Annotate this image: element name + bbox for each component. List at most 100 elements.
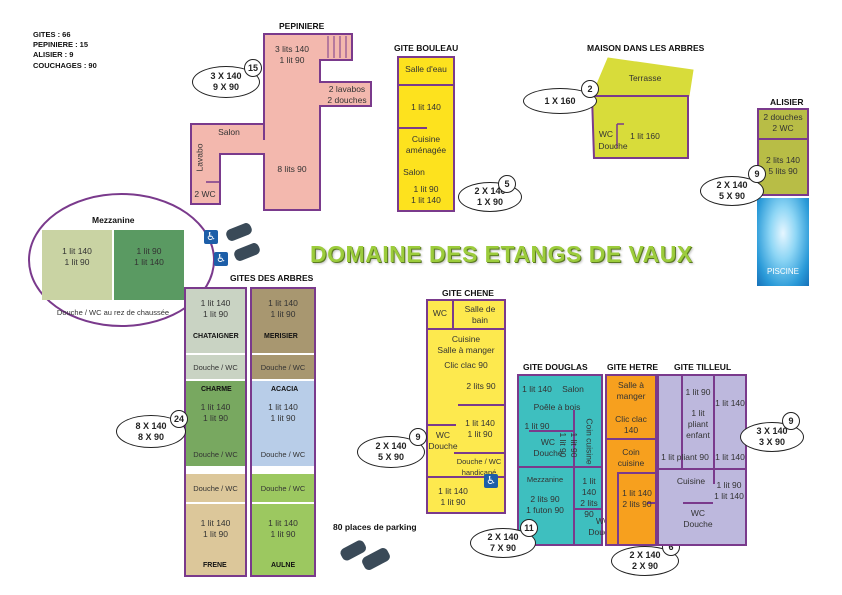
hetre-coin: Coin cuisine [617, 447, 645, 468]
douglas-wc-douche: WC Douche [533, 437, 563, 458]
hetre-plan [605, 374, 657, 546]
tilleul-wc-douche: WC Douche [683, 508, 713, 529]
douglas-lit140: 1 lit 140 [522, 384, 552, 394]
pepiniere-lavabos: 2 lavabos 2 douches [327, 84, 367, 105]
chene-salle-bain: Salle de bain [464, 304, 496, 325]
chene-lits-b: 1 lit 140 1 lit 90 [438, 486, 468, 507]
maison-lit: 1 lit 160 [630, 131, 660, 141]
aulne-room [252, 504, 314, 575]
mezzanine-left-room [42, 230, 112, 300]
acacia-douche-wc: Douche / WC [260, 450, 306, 459]
stat-pepiniere: PEPINIERE : 15 [33, 40, 89, 49]
alisier-douches: 2 douches 2 WC [763, 112, 803, 133]
hetre-lits: 1 lit 140 2 lits 90 [622, 488, 652, 509]
tilleul-lit-a: 1 lit 90 [685, 387, 711, 397]
pepiniere-lavabo: Lavabo [194, 143, 205, 172]
douglas-plan [517, 374, 603, 546]
tilleul-label: GITE TILLEUL [674, 362, 732, 372]
tilleul-lit-b: 1 lit 140 [715, 398, 745, 408]
alisier-lits: 2 lits 140 5 lits 90 [765, 155, 801, 176]
bouleau-cuisine: Cuisine aménagée [405, 134, 447, 155]
bouleau-lit1: 1 lit 140 [411, 102, 441, 112]
douglas-count: 11 [520, 519, 538, 537]
chataigner-douche [186, 355, 245, 379]
alisier-count: 9 [748, 165, 766, 183]
bouleau-lits: 1 lit 90 1 lit 140 [411, 184, 441, 205]
tilleul-pliant: 1 lit pliant enfant [686, 408, 710, 440]
douglas-salon: Salon [562, 384, 584, 394]
douglas-lit90: 1 lit 90 [524, 421, 550, 431]
maison-beds: 1 X 160 [523, 88, 597, 114]
frene-name: FRENE [203, 562, 227, 569]
douglas-coin-cuisine: Coin cuisine [584, 418, 595, 465]
pepiniere-plan [190, 33, 372, 211]
charme-douche-wc: Douche / WC [193, 450, 238, 459]
tilleul-cuisine: Cuisine [676, 476, 706, 486]
pepiniere-salon: Salon [218, 127, 240, 137]
douglas-mezzanine: Mezzanine [526, 475, 564, 484]
douglas-lits-vertical: 1 lit 90 1 lit 90 [558, 432, 579, 458]
mezzanine-right-room [114, 230, 184, 300]
chene-wc: WC [432, 308, 448, 318]
charme-lits: 1 lit 140 1 lit 90 [200, 402, 231, 423]
frene-douche-wc: Douche / WC [193, 484, 238, 493]
pepiniere-count: 15 [244, 59, 262, 77]
tilleul-plan [657, 374, 747, 546]
douglas-lits-b: 1 lit 140 2 lits 90 [580, 476, 598, 519]
stat-gites: GITES : 66 [33, 30, 71, 39]
chene-handicap-icon: ♿ [484, 474, 498, 488]
chene-2lits90: 2 lits 90 [466, 381, 496, 391]
alisier-plan [757, 108, 809, 196]
charme-douche [186, 442, 245, 466]
bouleau-salon: Salon [403, 167, 425, 177]
bouleau-label: GITE BOULEAU [394, 43, 459, 53]
aulne-douche [252, 474, 314, 502]
chene-beds: 2 X 140 5 X 90 [357, 436, 425, 468]
parking-cars-icon [340, 540, 390, 570]
maison-wc: WC [598, 129, 614, 139]
merisier-name: MERISIER [264, 333, 298, 340]
alisier-label: ALISIER [770, 97, 804, 107]
bouleau-count: 5 [498, 175, 516, 193]
charme-name: CHARME [201, 386, 232, 393]
chene-count: 9 [409, 428, 427, 446]
gites-arbres-count: 24 [170, 410, 188, 428]
mezzanine-left-lits: 1 lit 140 1 lit 90 [62, 246, 92, 267]
douglas-poele: Poêle à bois [533, 402, 581, 412]
chataigner-name: CHATAIGNER [193, 333, 239, 340]
parking-label: 80 places de parking [333, 522, 417, 532]
merisier-douche [252, 355, 314, 379]
pepiniere-beds: 3 X 140 9 X 90 [192, 66, 260, 98]
acacia-lits: 1 lit 140 1 lit 90 [268, 402, 298, 423]
mezzanine-note: Douche / WC au rez de chaussée [56, 308, 170, 317]
hetre-clic: Clic clac 140 [615, 414, 647, 435]
tilleul-lit-c: 1 lit 140 [715, 452, 745, 462]
mezzanine-right-lits: 1 lit 90 1 lit 140 [134, 246, 164, 267]
bouleau-salle-eau: Salle d'eau [405, 64, 447, 74]
pepiniere-label: PEPINIERE [279, 21, 325, 31]
tilleul-pliant90: 1 lit pliant 90 [661, 452, 709, 462]
aulne-douche-wc: Douche / WC [260, 484, 306, 493]
douglas-wc-douche-2: WC Douche [588, 516, 618, 537]
pepiniere-wc: 2 WC [194, 189, 216, 199]
stat-alisier: ALISIER : 9 [33, 50, 74, 59]
bouleau-plan [397, 56, 455, 212]
maison-terrasse: Terrasse [628, 73, 662, 83]
frene-room [186, 504, 245, 575]
maison-count: 2 [581, 80, 599, 98]
merisier-douche-wc: Douche / WC [260, 363, 306, 372]
chene-cuisine: Cuisine Salle à manger [437, 334, 495, 355]
hetre-label: GITE HETRE [607, 362, 659, 372]
handicap-icon: ♿ [204, 230, 218, 244]
maison-arbres-plan [590, 57, 694, 159]
maison-douche: Douche [598, 141, 628, 151]
pepiniere-main-room: 8 lits 90 [277, 164, 307, 174]
chataigner-lits: 1 lit 140 1 lit 90 [200, 298, 231, 319]
aulne-lits: 1 lit 140 1 lit 90 [268, 518, 298, 539]
car-icon [226, 223, 260, 261]
merisier-room [252, 289, 314, 353]
tilleul-lits-d: 1 lit 90 1 lit 140 [714, 480, 744, 501]
map-title: DOMAINE DES ETANGS DE VAUX [310, 241, 693, 267]
tilleul-count: 9 [782, 412, 800, 430]
chataigner-room [186, 289, 245, 353]
